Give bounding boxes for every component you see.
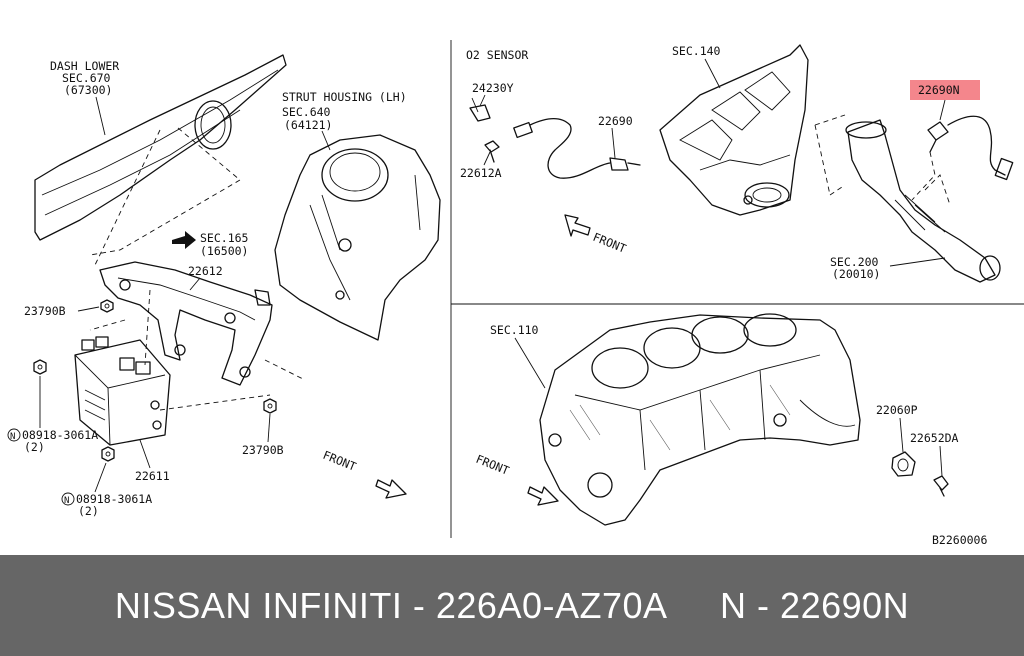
circled-n-a: N — [10, 432, 15, 442]
leader-23790b-bottom — [267, 413, 271, 443]
label-08918-a: 08918-3061A — [22, 428, 98, 442]
dash-lower-panel — [34, 54, 287, 266]
diagram-code: B2260006 — [932, 533, 987, 547]
nut-23790b-top — [100, 299, 114, 313]
footer-gap — [668, 585, 721, 627]
label-23790b-top: 23790B — [24, 304, 66, 318]
o2-sensor-22690 — [513, 117, 641, 179]
leader-22690n — [939, 99, 946, 121]
leader-22612a — [483, 151, 491, 166]
nut-08918-upper — [33, 359, 47, 375]
knock-sensor-22060p — [891, 451, 916, 477]
label-sec640: SEC.640 — [282, 105, 331, 119]
footer-separator: - — [402, 584, 436, 626]
bolt-22612a — [484, 140, 500, 163]
label-22612a: 22612A — [460, 166, 502, 180]
nut-08918-lower — [101, 446, 115, 462]
label-22690n: 22690N — [918, 83, 960, 97]
label-22611: 22611 — [135, 469, 170, 483]
leader-24230y — [479, 94, 486, 107]
label-22612: 22612 — [188, 264, 223, 278]
leader-sec110 — [514, 337, 546, 389]
front-arrow-top-right: FRONT — [564, 214, 628, 256]
footer-alt-prefix: N — [720, 584, 747, 626]
label-67300: (67300) — [64, 83, 112, 97]
label-qty-a: (2) — [24, 440, 45, 454]
label-08918-b: 08918-3061A — [76, 492, 152, 506]
label-20010: (20010) — [832, 267, 880, 281]
label-o2-sensor: O2 SENSOR — [466, 48, 528, 62]
ecm-unit — [74, 336, 171, 446]
footer-alt-separator: - — [746, 584, 781, 626]
label-sec110: SEC.110 — [490, 323, 539, 337]
exploded-parts-diagram: DASH LOWER SEC.670 (67300) STRUT HOUSING… — [7, 40, 1024, 547]
circled-n-b: N — [64, 496, 69, 506]
footer-alt-number: 22690N — [780, 584, 910, 626]
exhaust-manifold — [659, 44, 809, 216]
circled-n-icon-a — [7, 428, 21, 442]
label-sec140: SEC.140 — [672, 44, 721, 58]
leader-22612 — [189, 277, 201, 291]
leader-strut — [321, 130, 331, 151]
label-22652da: 22652DA — [910, 431, 959, 445]
label-front-bottom-right: FRONT — [474, 452, 511, 478]
label-front-left: FRONT — [321, 448, 358, 474]
leader-22060p — [899, 417, 904, 453]
strut-housing — [274, 134, 441, 341]
nut-23790b-bottom — [263, 398, 277, 414]
highlight-22690n — [910, 80, 980, 100]
label-22060p: 22060P — [876, 403, 918, 417]
label-front-top-right: FRONT — [591, 230, 628, 256]
leader-dash-lower — [95, 96, 106, 136]
ecm-bracket — [89, 261, 306, 411]
front-arrow-left: FRONT — [321, 448, 407, 499]
leader-22611 — [139, 439, 151, 469]
o2-sensor-22690n — [911, 115, 1014, 201]
bolt-22652da — [933, 475, 949, 497]
footer-part-number: 226A0-AZ70A — [435, 584, 668, 626]
label-23790b-bottom: 23790B — [242, 443, 284, 457]
cylinder-block — [539, 313, 861, 526]
label-16500: (16500) — [200, 244, 248, 258]
leader-sec200 — [889, 257, 946, 267]
leader-sec140 — [704, 58, 721, 89]
label-22690: 22690 — [598, 114, 633, 128]
footer-brand: NISSAN INFINITI — [114, 584, 403, 626]
label-64121: (64121) — [284, 118, 332, 132]
sensor-bracket-24230y — [469, 97, 491, 122]
label-sec165: SEC.165 — [200, 231, 248, 245]
label-24230y: 24230Y — [472, 81, 514, 95]
leader-23790b-top — [77, 306, 100, 312]
catalytic-converter — [814, 114, 1001, 283]
leader-08918-b — [94, 462, 107, 493]
arrow-sec165 — [172, 231, 196, 249]
leader-22652da — [939, 445, 943, 477]
leader-22690 — [611, 127, 616, 159]
footer-part-banner: NISSAN INFINITI - 226A0-AZ70A N - 22690N — [0, 555, 1024, 656]
label-dash-lower: DASH LOWER — [50, 59, 119, 73]
circled-n-icon-b — [61, 492, 75, 506]
label-sec200: SEC.200 — [830, 255, 879, 269]
label-qty-b: (2) — [78, 504, 99, 518]
label-sec670: SEC.670 — [62, 71, 111, 85]
label-strut-housing: STRUT HOUSING (LH) — [282, 90, 407, 104]
